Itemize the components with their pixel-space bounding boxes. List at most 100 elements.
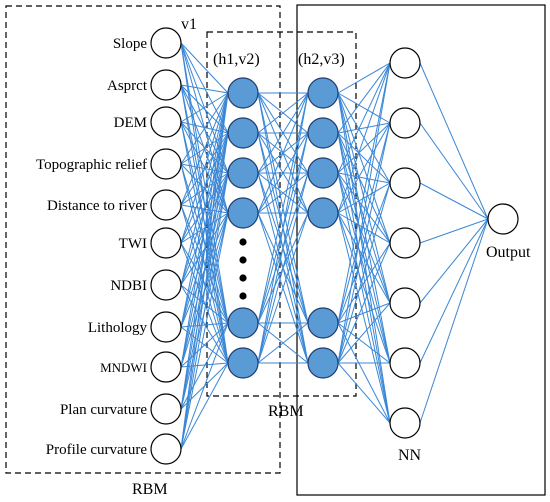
edge-h2-to-nn (337, 122, 391, 134)
edge-h2-to-nn (337, 302, 391, 324)
edge-input-to-h1 (180, 242, 229, 324)
edge-h1-to-h2 (257, 172, 309, 364)
input-label: DEM (114, 115, 147, 131)
ellipsis-dot (239, 274, 247, 282)
input-label: Profile curvature (46, 442, 148, 458)
input-node (150, 106, 182, 138)
ellipsis-dots (239, 238, 247, 300)
rbm-inner-label: RBM (268, 403, 304, 420)
input-label: NDBI (110, 278, 147, 294)
h2v3-label: (h2,v3) (298, 51, 345, 68)
edge-h2-to-nn (337, 212, 391, 244)
edge-nn-to-output (419, 218, 489, 424)
edge-input-to-h1 (180, 92, 229, 123)
edge-input-to-h1 (180, 362, 229, 450)
edge-h2-to-nn (337, 92, 391, 124)
edge-nn-to-output (419, 218, 489, 364)
edge-h2-to-nn (337, 302, 391, 364)
edge-h2-to-nn (337, 242, 391, 364)
edge-h2-to-nn (337, 132, 391, 304)
edge-h2-to-nn (337, 322, 391, 364)
edge-h2-to-nn (337, 122, 391, 174)
input-node (150, 311, 182, 343)
hidden-node-h1 (227, 347, 259, 379)
edge-h1-to-h2 (257, 92, 309, 214)
input-label: TWI (119, 236, 147, 252)
edge-h2-to-nn (337, 242, 391, 324)
edge-h2-to-nn (337, 132, 391, 244)
nn-label: NN (398, 447, 422, 464)
edge-h1-to-h2 (257, 172, 309, 214)
hidden-node-h1 (227, 77, 259, 109)
output-label: Output (486, 244, 531, 261)
network-nodes (150, 27, 519, 465)
output-node (487, 203, 519, 235)
h1v2-label: (h1,v2) (213, 51, 260, 68)
edge-input-to-h1 (180, 163, 229, 324)
input-label: Lithology (88, 320, 148, 336)
edge-nn-to-output (419, 218, 489, 304)
edge-h2-to-nn (337, 62, 391, 324)
edge-input-to-h1 (180, 121, 229, 324)
edge-input-to-h1 (180, 84, 229, 94)
nn-node (389, 347, 421, 379)
edge-input-to-h1 (180, 42, 229, 324)
edge-h2-to-nn (337, 212, 391, 424)
edge-h2-to-nn (337, 122, 391, 214)
edge-input-to-h1 (180, 322, 229, 450)
edge-input-to-h1 (180, 172, 229, 450)
edge-h2-to-nn (337, 122, 391, 364)
input-label: Plan curvature (60, 402, 147, 418)
v1-label: v1 (181, 16, 197, 33)
input-node (150, 269, 182, 301)
edge-input-to-h1 (180, 92, 229, 328)
hidden-node-h2 (307, 117, 339, 149)
input-node (150, 393, 182, 425)
edge-input-to-h1 (180, 284, 229, 324)
input-node (150, 27, 182, 59)
edge-h2-to-nn (337, 172, 391, 424)
nn-node (389, 287, 421, 319)
edge-h2-to-nn (337, 182, 391, 214)
nn-box (296, 4, 546, 496)
hidden-node-h1 (227, 197, 259, 229)
hidden-node-h2 (307, 347, 339, 379)
edge-input-to-h1 (180, 284, 229, 364)
edge-input-to-h1 (180, 92, 229, 165)
edge-h2-to-nn (337, 62, 391, 214)
nn-node (389, 47, 421, 79)
input-node (150, 189, 182, 221)
edge-input-to-h1 (180, 84, 229, 324)
edge-h2-to-nn (337, 132, 391, 424)
edge-h1-to-h2 (257, 132, 309, 214)
edge-h2-to-nn (337, 212, 391, 304)
edge-h1-to-h2 (257, 322, 309, 364)
nn-node (389, 107, 421, 139)
hidden-node-h1 (227, 117, 259, 149)
edge-h2-to-nn (337, 362, 391, 424)
edge-input-to-h1 (180, 212, 229, 450)
hidden-node-h2 (307, 77, 339, 109)
edge-h2-to-nn (337, 182, 391, 324)
input-node (150, 351, 182, 383)
edge-h2-to-nn (337, 322, 391, 424)
edge-input-to-h1 (180, 132, 229, 450)
edge-h2-to-nn (337, 62, 391, 174)
ellipsis-dot (239, 292, 247, 300)
edge-h1-to-h2 (257, 92, 309, 134)
edge-h1-to-h2 (257, 92, 309, 324)
input-node (150, 148, 182, 180)
edge-input-to-h1 (180, 42, 229, 94)
edge-h2-to-nn (337, 172, 391, 304)
hidden-node-h2 (307, 197, 339, 229)
input-label: Asprct (107, 78, 148, 94)
edge-h2-to-nn (337, 132, 391, 364)
edge-h2-to-nn (337, 172, 391, 364)
edge-input-to-h1 (180, 92, 229, 410)
edge-h2-to-nn (337, 172, 391, 244)
ellipsis-dot (239, 238, 247, 246)
input-node (150, 433, 182, 465)
edge-h2-to-nn (337, 172, 391, 184)
